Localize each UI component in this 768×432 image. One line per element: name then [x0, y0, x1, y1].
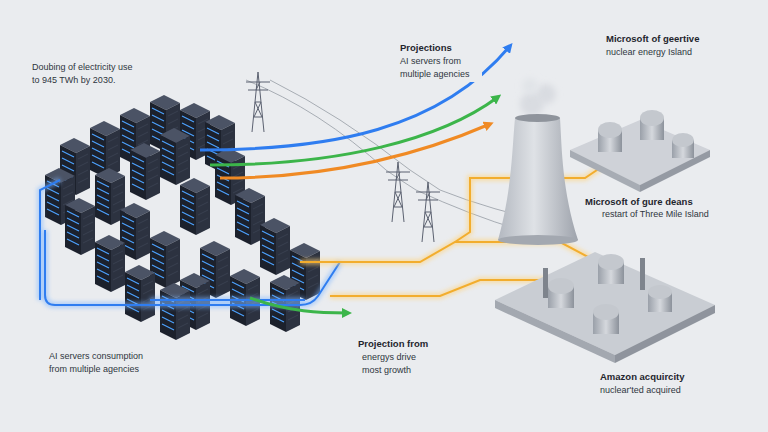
- nuclear-plant: [598, 122, 622, 138]
- nuclear-plant: [543, 268, 548, 298]
- server-racks: [160, 283, 190, 340]
- cooling-tower: [536, 84, 556, 104]
- blue-cables: [150, 297, 305, 303]
- blue-cables: [40, 180, 60, 300]
- callout-text: Doubing of electricity use to 945 TWh by…: [30, 60, 139, 88]
- nuclear-plant: [598, 254, 624, 270]
- blue-cables: [40, 180, 340, 305]
- nuclear-plant: [548, 278, 574, 294]
- blue-cables: [45, 230, 340, 305]
- blue-cables: [40, 180, 60, 300]
- callout-text: energys drive most growth: [360, 350, 426, 378]
- server-racks: [260, 218, 290, 275]
- blue-cables: [45, 230, 340, 305]
- callout-text: nuclear'ted acquired: [598, 383, 683, 398]
- callout-heading: Projection from: [356, 336, 430, 351]
- callout-text: AI servers from multiple agencies: [398, 54, 482, 82]
- server-racks: [65, 198, 95, 255]
- power-pylon: [416, 182, 440, 242]
- callout-text: restart of Three Mile Island: [600, 207, 711, 222]
- nuclear-plant: [615, 305, 715, 363]
- nuclear-plant: [495, 252, 715, 363]
- blue-cables: [40, 180, 340, 305]
- nuclear-plant: [640, 258, 645, 290]
- nuclear-plant: [570, 150, 640, 192]
- cooling-tower: [498, 235, 578, 245]
- server-racks: [125, 265, 155, 322]
- blue-cables: [150, 299, 305, 301]
- nuclear-plant: [593, 304, 619, 320]
- callout-text: nuclear energy Island: [604, 45, 694, 60]
- growth-arrows: [210, 97, 498, 165]
- growth-arrows: [250, 298, 348, 313]
- server-racks: [180, 178, 210, 235]
- gold-power-lines: [300, 242, 590, 262]
- power-wires: [410, 170, 440, 190]
- nuclear-plant: [495, 252, 715, 355]
- callout-heading: Microsoft of geertive: [604, 31, 701, 46]
- power-pylon: [246, 72, 270, 132]
- blue-cables: [40, 180, 340, 305]
- server-racks: [95, 235, 125, 292]
- cooling-tower: [498, 78, 578, 245]
- nuclear-plant: [672, 133, 694, 147]
- nuclear-plant: [640, 110, 664, 126]
- server-racks: [130, 143, 160, 200]
- callout-heading: Projections: [398, 40, 454, 55]
- server-racks: [90, 121, 120, 178]
- cooling-tower: [498, 118, 578, 240]
- growth-arrows: [200, 46, 510, 313]
- nuclear-plant: [570, 110, 710, 192]
- nuclear-plant: [648, 285, 672, 299]
- callout-text: AI servers consumption from multiple age…: [47, 349, 155, 377]
- callout-heading: Amazon acquircity: [598, 369, 686, 384]
- power-pylon: [246, 72, 440, 242]
- server-racks: [160, 128, 190, 185]
- cooling-tower: [522, 78, 538, 94]
- power-pylon: [386, 162, 410, 222]
- gold-power-lines: [300, 242, 590, 262]
- cooling-tower: [515, 114, 560, 122]
- power-wires: [246, 80, 386, 170]
- growth-arrows: [220, 124, 490, 178]
